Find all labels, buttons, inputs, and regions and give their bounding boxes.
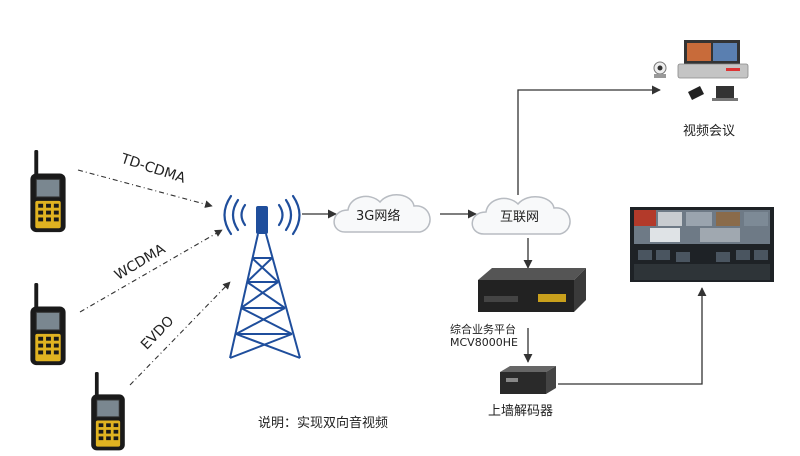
cell-tower-icon bbox=[223, 194, 301, 359]
wireless-links bbox=[77, 169, 231, 386]
walkie-talkie-icon bbox=[90, 372, 126, 451]
cloud-icon bbox=[471, 196, 571, 235]
td-cdma-link bbox=[77, 169, 213, 208]
internet-label: 互联网 bbox=[500, 210, 540, 225]
decoder-label: 上墙解码器 bbox=[488, 404, 554, 419]
conference-terminal-icon bbox=[653, 40, 749, 101]
3g-network-label: 3G网络 bbox=[356, 209, 401, 224]
platform-model-label: MCV8000HE bbox=[450, 336, 518, 349]
wcdma-link bbox=[79, 229, 223, 313]
note-label: 说明：实现双向音视频 bbox=[258, 416, 389, 431]
walkie-talkie-icon bbox=[29, 150, 67, 233]
video-conference-label: 视频会议 bbox=[683, 124, 736, 139]
network-arrows bbox=[302, 85, 707, 385]
server-icon bbox=[478, 268, 586, 312]
video-wall-icon bbox=[630, 207, 774, 282]
decoder-box-icon bbox=[500, 366, 556, 394]
platform-name-label: 综合业务平台 bbox=[450, 323, 516, 336]
walkie-talkie-icon bbox=[29, 283, 67, 366]
cloud-icon bbox=[333, 194, 431, 233]
